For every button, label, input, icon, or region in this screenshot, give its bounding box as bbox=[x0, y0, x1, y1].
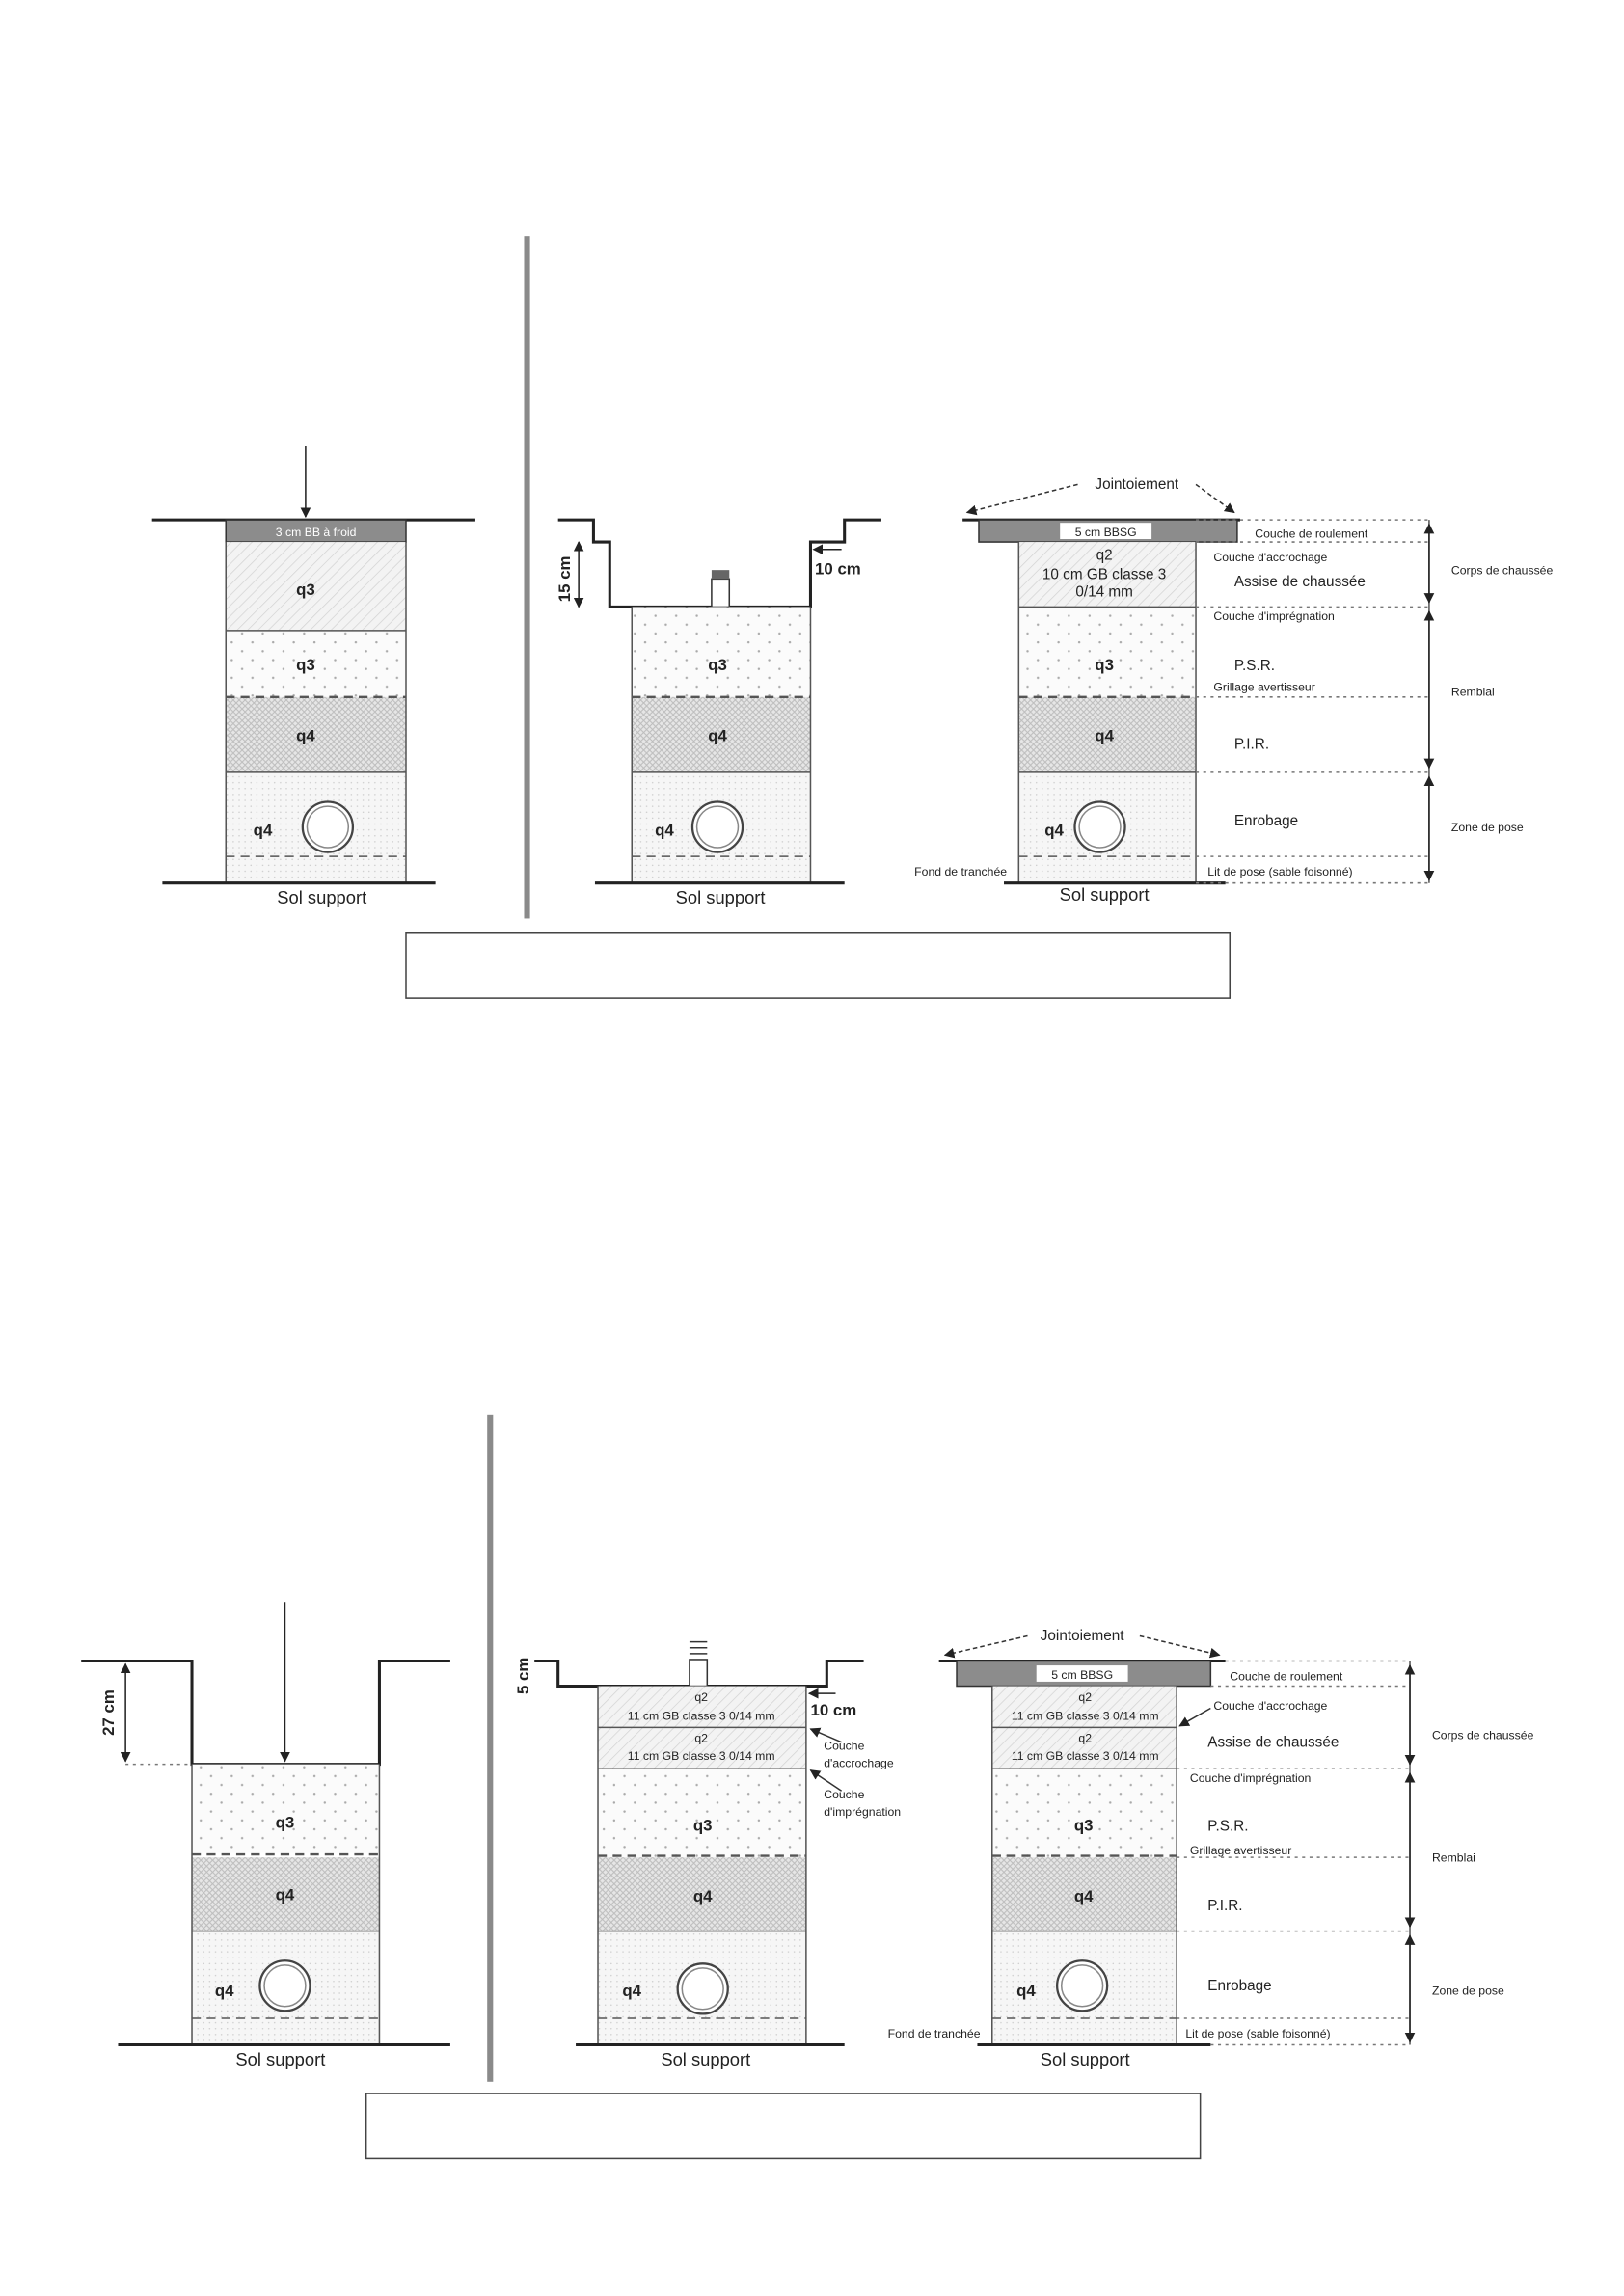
top-middle-diagram: 15 cm 10 cm q3 q4 q4 Sol support bbox=[555, 518, 881, 907]
group-label: Corps de chaussée bbox=[1432, 1729, 1534, 1742]
layer-label: q4 bbox=[296, 727, 315, 745]
label-accrochage: Couche bbox=[824, 1739, 864, 1752]
label-fond: Fond de tranchée bbox=[914, 865, 1007, 878]
caption-box bbox=[365, 2093, 1202, 2160]
label-enrobage: Enrobage bbox=[1234, 813, 1298, 829]
label-pir: P.I.R. bbox=[1207, 1898, 1242, 1914]
layer-label: q4 bbox=[655, 822, 674, 840]
layer-label: q3 bbox=[296, 581, 315, 599]
pipe-icon bbox=[676, 1962, 729, 2015]
surface-label: 5 cm BBSG bbox=[1051, 1668, 1113, 1682]
layer-label: q4 bbox=[622, 1982, 641, 2000]
pipe-icon bbox=[1073, 800, 1126, 853]
label-impregnation: Couche bbox=[824, 1788, 864, 1801]
group-label: Corps de chaussée bbox=[1451, 564, 1554, 578]
pipe-icon bbox=[301, 800, 355, 853]
layer-label: q4 bbox=[1095, 727, 1114, 745]
surface-label: 5 cm BBSG bbox=[1075, 526, 1137, 539]
pipe-icon bbox=[690, 800, 744, 853]
layer-spec: 10 cm GB classe 3 bbox=[1042, 566, 1166, 582]
caption-box bbox=[405, 932, 1232, 999]
joint-label: Jointoiement bbox=[1095, 476, 1178, 493]
label-lit: Lit de pose (sable foisonné) bbox=[1207, 865, 1352, 878]
layer-label: q2 bbox=[1078, 1690, 1092, 1704]
bottom-middle-diagram: 5 cm 10 cm q2 11 cm GB classe 3 0/14 mm … bbox=[514, 1640, 901, 2069]
bottom-left-diagram: 27 cm q3 q4 q4 Sol support bbox=[81, 1602, 450, 2069]
label-roulement: Couche de roulement bbox=[1230, 1669, 1343, 1683]
layer-label: q2 bbox=[1078, 1732, 1092, 1745]
group-label: Zone de pose bbox=[1432, 1984, 1504, 1997]
layer-label: q4 bbox=[1044, 822, 1064, 840]
label-lit: Lit de pose (sable foisonné) bbox=[1185, 2027, 1330, 2040]
label-impregnation: Couche d'imprégnation bbox=[1190, 1771, 1312, 1785]
label-grillage: Grillage avertisseur bbox=[1190, 1844, 1291, 1857]
layer-label: q4 bbox=[693, 1887, 713, 1905]
layer-label: q3 bbox=[1095, 656, 1114, 674]
layer-label: q3 bbox=[276, 1813, 295, 1831]
layer-label: q3 bbox=[708, 656, 727, 674]
label-enrobage: Enrobage bbox=[1207, 1978, 1271, 1994]
label-pir: P.I.R. bbox=[1234, 736, 1269, 752]
label-accrochage: Couche d'accrochage bbox=[1213, 551, 1327, 564]
layer-label: q4 bbox=[276, 1885, 295, 1904]
label-psr: P.S.R. bbox=[1207, 1819, 1248, 1835]
top-right-diagram: Jointoiement 5 cm BBSG q2 10 cm GB class… bbox=[914, 476, 1553, 905]
divider bbox=[524, 236, 530, 919]
layer-spec: 11 cm GB classe 3 0/14 mm bbox=[628, 1749, 775, 1763]
layer-label: q2 bbox=[694, 1732, 708, 1745]
label-roulement: Couche de roulement bbox=[1255, 527, 1368, 540]
layer-label: q4 bbox=[708, 727, 727, 745]
ground-label: Sol support bbox=[661, 2049, 750, 2069]
top-left-diagram: 3 cm BB à froid q3 q3 q4 q4 Sol support bbox=[151, 446, 475, 907]
ground-label: Sol support bbox=[676, 887, 766, 907]
layer-spec: 11 cm GB classe 3 0/14 mm bbox=[628, 1710, 775, 1723]
label-grillage: Grillage avertisseur bbox=[1213, 681, 1314, 694]
label-fond: Fond de tranchée bbox=[888, 2027, 981, 2040]
label-assise: Assise de chaussée bbox=[1234, 574, 1366, 590]
label-assise: Assise de chaussée bbox=[1207, 1734, 1339, 1750]
depth-dimension: 27 cm bbox=[99, 1689, 118, 1736]
layer-label: q4 bbox=[1016, 1982, 1036, 2000]
pipe-icon bbox=[258, 1959, 311, 2012]
depth-dimension: 15 cm bbox=[555, 555, 574, 602]
layer-label: q3 bbox=[296, 656, 315, 674]
layer-spec: 0/14 mm bbox=[1075, 584, 1133, 601]
pipe-icon bbox=[1055, 1959, 1109, 2012]
layer-label: q4 bbox=[215, 1982, 234, 2000]
group-label: Zone de pose bbox=[1451, 821, 1524, 834]
layer-label: q2 bbox=[694, 1690, 708, 1704]
label-accrochage: d'accrochage bbox=[824, 1757, 894, 1770]
label-accrochage: Couche d'accrochage bbox=[1213, 1699, 1327, 1713]
bottom-right-diagram: Jointoiement 5 cm BBSG q2 11 cm GB class… bbox=[888, 1628, 1534, 2069]
group-label: Remblai bbox=[1432, 1851, 1475, 1865]
layer-label: q4 bbox=[1074, 1887, 1094, 1905]
ground-label: Sol support bbox=[1060, 884, 1150, 905]
marker-post-icon bbox=[689, 1659, 709, 1688]
ground-label: Sol support bbox=[235, 2049, 325, 2069]
layer-spec: 11 cm GB classe 3 0/14 mm bbox=[1012, 1710, 1159, 1723]
marker-post-icon bbox=[711, 578, 731, 608]
group-label: Remblai bbox=[1451, 685, 1495, 698]
surface-label: 3 cm BB à froid bbox=[276, 526, 357, 539]
layer-spec: 11 cm GB classe 3 0/14 mm bbox=[1012, 1749, 1159, 1763]
ground-label: Sol support bbox=[277, 887, 366, 907]
depth-dimension: 5 cm bbox=[514, 1658, 532, 1694]
layer-label: q4 bbox=[254, 822, 273, 840]
width-dimension: 10 cm bbox=[810, 1701, 856, 1719]
layer-label: q3 bbox=[693, 1817, 713, 1835]
label-impregnation: d'imprégnation bbox=[824, 1805, 901, 1819]
label-impregnation: Couche d'imprégnation bbox=[1213, 609, 1335, 623]
ground-label: Sol support bbox=[1041, 2049, 1130, 2069]
joint-label: Jointoiement bbox=[1041, 1628, 1124, 1644]
layer-label: q2 bbox=[1096, 547, 1113, 563]
layer-label: q3 bbox=[1074, 1817, 1094, 1835]
label-psr: P.S.R. bbox=[1234, 658, 1275, 674]
width-dimension: 10 cm bbox=[815, 560, 861, 579]
divider bbox=[487, 1414, 494, 2082]
